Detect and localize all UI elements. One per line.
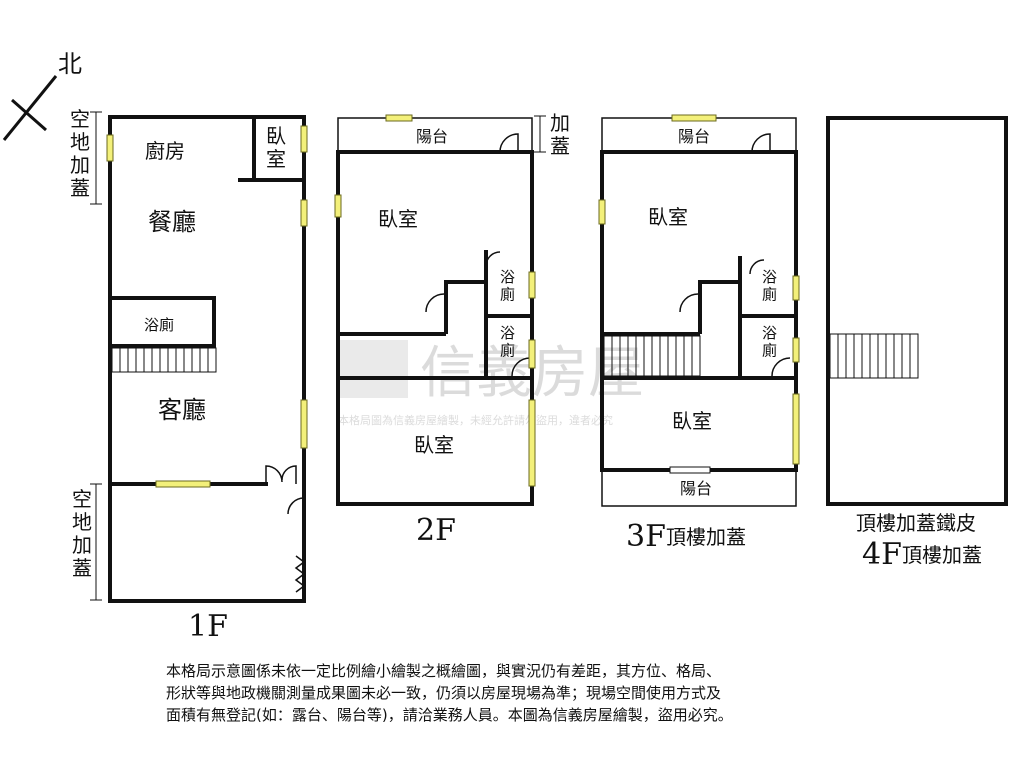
watermark: 信義房屋 本格局圖為信義房屋繪製，未經允許請勿盜用，違者必究 — [338, 340, 644, 427]
floor-2f-bedroom-bottom-label: 臥室 — [414, 433, 454, 457]
floor-1f-gate — [294, 555, 306, 593]
floor-2f-balcony-label: 陽台 — [416, 127, 448, 146]
floor-2f-window — [385, 114, 413, 122]
floor-3f-stairs — [603, 335, 701, 377]
floor-1f-bedroom-label: 臥室 — [266, 124, 286, 171]
floor-3f-window — [792, 337, 800, 363]
floor-2f-door — [425, 293, 445, 313]
floor-1f-window — [155, 480, 211, 488]
floor-1f-double-door — [265, 465, 297, 484]
disclaimer-line: 面積有無登記(如：露台、陽台等)，請洽業務人員。本圖為信義房屋繪製，盜用必究。 — [166, 706, 733, 724]
floor-4f-outline — [826, 116, 1008, 506]
floor-2f-bath2-label: 浴廁 — [500, 324, 515, 359]
north-arrow-icon — [2, 75, 58, 141]
floor-3f-window — [792, 275, 800, 301]
floor-1f-kitchen-label: 廚房 — [145, 139, 185, 163]
floor-1f-bedroom-wall — [238, 117, 304, 182]
watermark-logo-icon — [338, 340, 408, 398]
floor-2f-annex-bracket — [534, 115, 546, 153]
floor-2f-door — [485, 251, 501, 267]
floor-2f-balcony-door — [499, 133, 519, 153]
floor-2f-annex-label: 加蓋 — [550, 111, 570, 158]
floor-4f-label-note: 頂樓加蓋 — [902, 543, 982, 567]
floor-3f-bath1-label: 浴廁 — [762, 268, 777, 303]
floor-4f-roof-note: 頂樓加蓋鐵皮 — [856, 511, 976, 535]
floor-3f-bedroom-bottom-label: 臥室 — [672, 409, 712, 433]
floor-3f-door — [771, 357, 791, 377]
floor-2f: 陽台 加蓋 臥室 浴廁 浴廁 臥室 2F — [334, 111, 570, 548]
floor-2f-stair-wall — [338, 332, 532, 380]
floor-3f-balcony-top-label: 陽台 — [678, 127, 710, 146]
floor-3f-label-note: 頂樓加蓋 — [666, 525, 746, 549]
floor-2f-window — [528, 399, 536, 487]
floor-3f-door — [749, 259, 765, 275]
floor-3f-sliding-door — [669, 466, 711, 474]
floor-3f-stair-wall — [602, 332, 796, 380]
floor-4f-stairs — [829, 333, 919, 379]
floor-1f-stairs — [111, 347, 217, 373]
floor-1f-bath-label: 浴廁 — [144, 316, 174, 334]
watermark-text: 本格局圖為信義房屋繪製，未經允許請勿盜用，違者必究 — [338, 413, 613, 427]
floor-3f-window — [598, 199, 606, 225]
floor-1f-side-door — [287, 497, 305, 515]
floor-1f-window — [300, 199, 308, 227]
floor-1f-annex-bottom-bracket — [90, 483, 102, 601]
floor-2f-window — [528, 271, 536, 299]
floor-3f-window — [792, 393, 800, 465]
floor-3f-balcony-door — [751, 133, 771, 153]
floor-4f: 頂樓加蓋鐵皮 4F 頂樓加蓋 — [826, 116, 1008, 572]
compass-cross-icon — [11, 98, 47, 132]
floor-1f-outline — [108, 115, 306, 603]
floor-1f-dining-label: 餐廳 — [148, 208, 196, 236]
floor-2f-window — [528, 339, 536, 369]
floor-3f-bath2-label: 浴廁 — [762, 324, 777, 359]
floor-2f-label: 2F — [416, 513, 456, 548]
floor-4f-label: 4F — [862, 537, 902, 572]
compass-north-label: 北 — [58, 50, 82, 78]
floor-1f-bath-wall — [110, 296, 216, 348]
floor-1f-annex-bottom-label: 空地加蓋 — [72, 487, 92, 580]
floor-2f-bedroom-top-label: 臥室 — [378, 207, 418, 231]
floor-3f-core-wall — [698, 256, 796, 376]
floor-3f: 陽台 臥室 浴廁 浴廁 臥室 陽台 3F 頂樓加蓋 — [598, 114, 800, 554]
floor-2f-door — [511, 357, 531, 377]
floor-3f-window — [671, 114, 717, 122]
floor-1f-window — [300, 125, 308, 153]
disclaimer-note: 本格局示意圖係未依一定比例繪小繪製之概繪圖，與實況仍有差距，其方位、格局、 形狀… — [166, 660, 856, 726]
floor-1f-annex-top-bracket — [90, 111, 102, 205]
floor-3f-label: 3F — [626, 519, 666, 554]
floor-2f-bath1-label: 浴廁 — [500, 268, 515, 303]
floor-2f-outline — [336, 150, 534, 506]
floor-1f: 廚房 臥室 餐廳 浴廁 客廳 空地加蓋 空地加蓋 1F — [70, 107, 308, 644]
compass: 北 — [2, 50, 82, 141]
floor-3f-door — [679, 293, 699, 313]
floor-1f-label: 1F — [188, 609, 228, 644]
floor-3f-balcony-bottom-label: 陽台 — [680, 479, 712, 498]
floor-1f-annex-top-label: 空地加蓋 — [70, 107, 90, 200]
floor-2f-window — [334, 194, 342, 218]
floor-3f-bedroom-top-label: 臥室 — [648, 205, 688, 229]
disclaimer-line: 本格局示意圖係未依一定比例繪小繪製之概繪圖，與實況仍有差距，其方位、格局、 — [166, 662, 722, 680]
floor-1f-window — [106, 134, 114, 162]
floor-1f-window — [300, 399, 308, 449]
disclaimer-line: 形狀等與地政機關測量成果圖未必一致，仍須以房屋現場為準；現場空間使用方式及 — [166, 684, 722, 702]
floor-1f-living-label: 客廳 — [158, 396, 206, 424]
